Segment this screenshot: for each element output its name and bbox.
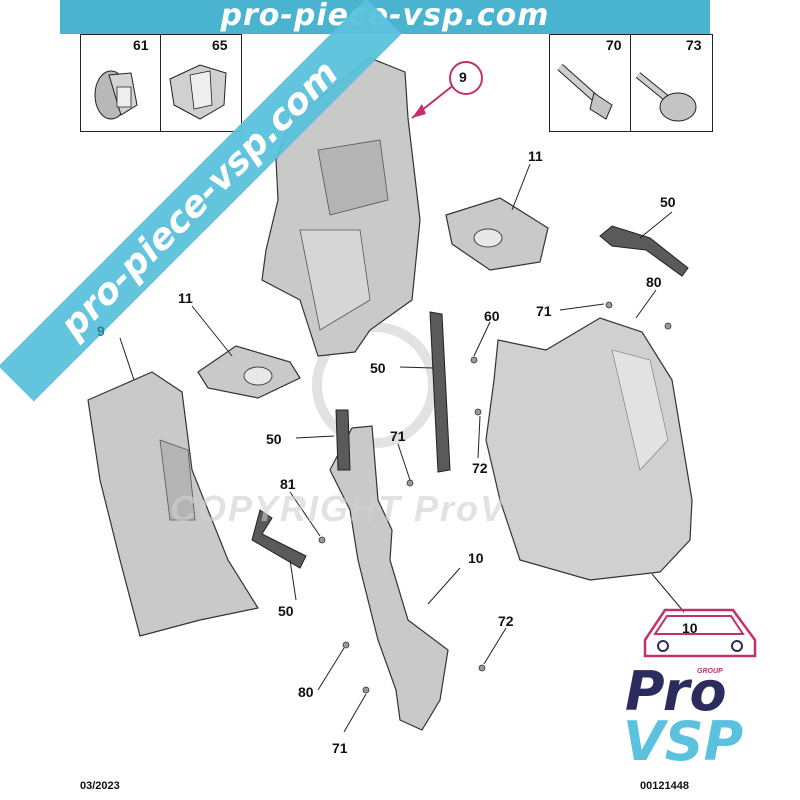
callout-50-left: 50 — [266, 431, 282, 447]
callout-81: 81 — [280, 476, 296, 492]
hardware-cell-73: 73 — [630, 35, 711, 131]
small-fasteners — [318, 301, 672, 694]
car-logo-icon — [643, 608, 757, 658]
screw-70-icon — [557, 64, 613, 120]
footer-date: 03/2023 — [80, 780, 120, 792]
hardware-cell-70: 70 — [550, 35, 631, 131]
hardware-ref-73: 73 — [686, 37, 702, 53]
footer-ref: 00121448 — [640, 780, 689, 792]
hardware-ref-65: 65 — [212, 37, 228, 53]
callout-71-mid: 71 — [390, 428, 406, 444]
callout-72-bottom: 72 — [498, 613, 514, 629]
part-50-foam-strips — [251, 225, 689, 569]
part-10-right-shield — [485, 317, 693, 581]
callout-50-topright: 50 — [660, 194, 676, 210]
callout-11-top: 11 — [528, 148, 543, 164]
logo-vsp-text: VSP — [623, 710, 744, 773]
callout-80-bottom: 80 — [298, 684, 314, 700]
logo-group-text: GROUP — [697, 668, 723, 675]
highlight-circle — [449, 61, 483, 95]
provsp-logo: GROUP Pro VSP — [615, 590, 795, 780]
callout-71-bottom: 71 — [332, 740, 348, 756]
hardware-strip-left: 61 65 — [80, 34, 242, 132]
callout-60: 60 — [484, 308, 500, 324]
callout-9-left: 9 — [97, 323, 105, 339]
hardware-ref-70: 70 — [606, 37, 622, 53]
highlight-arrowhead — [412, 104, 426, 118]
callout-72-mid: 72 — [472, 460, 488, 476]
hardware-cell-61: 61 — [81, 35, 161, 131]
clip-65-icon — [169, 64, 227, 120]
part-11-left-bracket — [197, 345, 301, 399]
part-9-left-shield — [87, 371, 259, 637]
part-10-mid-pillar — [329, 425, 449, 731]
clip-61-icon — [94, 70, 138, 120]
logo-pro-text: Pro — [625, 660, 727, 723]
hardware-ref-61: 61 — [133, 37, 149, 53]
callout-11-left: 11 — [178, 290, 193, 306]
callout-50-mid: 50 — [370, 360, 386, 376]
callout-10-mid: 10 — [468, 550, 484, 566]
hardware-strip-right: 70 73 — [549, 34, 713, 132]
callout-50-bottom: 50 — [278, 603, 294, 619]
leader-lines — [119, 163, 685, 733]
hardware-cell-65: 65 — [160, 35, 240, 131]
callout-10-right: 10 — [682, 620, 698, 636]
part-11-top-bracket — [445, 197, 549, 271]
copyright-watermark: COPYRIGHT ProVSP — [170, 488, 559, 529]
screw-73-icon — [635, 72, 697, 122]
callout-9-top: 9 — [459, 69, 467, 85]
callout-80-right: 80 — [646, 274, 662, 290]
callout-71-right: 71 — [536, 303, 552, 319]
